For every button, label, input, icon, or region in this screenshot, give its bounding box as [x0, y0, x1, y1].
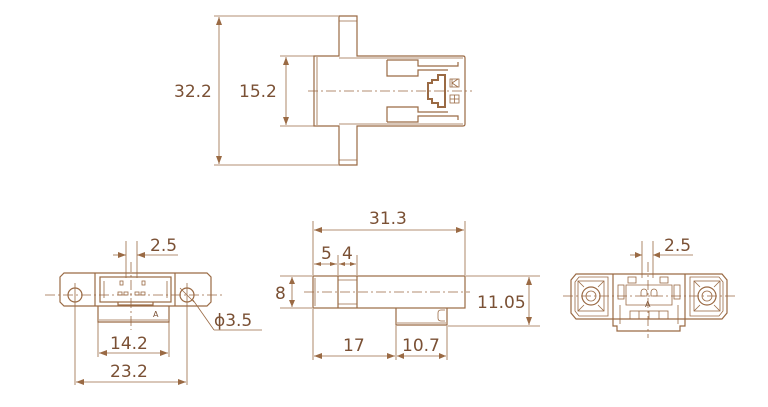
dim-8: 8 [275, 284, 286, 304]
dim-pitch-front: 2.5 [150, 236, 177, 256]
dim-hole-diameter: ϕ3.5 [214, 311, 252, 331]
dim-14-2: 14.2 [110, 334, 148, 354]
side-view: 31.3 5 4 8 [275, 209, 540, 360]
dim-11-05: 11.05 [477, 293, 526, 313]
dim-15-2: 15.2 [239, 82, 277, 102]
rear-view: 2.5 A [563, 236, 735, 338]
dim-23-2: 23.2 [110, 362, 148, 382]
top-view: 32.2 15.2 [174, 15, 472, 166]
dim-10-7: 10.7 [402, 336, 440, 356]
dim-4: 4 [342, 244, 353, 264]
pin1-mark-front: A [153, 310, 159, 319]
front-view: 2.5 A 14.2 [45, 236, 262, 385]
dim-5: 5 [321, 244, 332, 264]
dim-31-3: 31.3 [369, 209, 407, 229]
dim-pitch-rear: 2.5 [664, 236, 691, 256]
dim-32-2: 32.2 [174, 82, 212, 102]
dim-17: 17 [343, 336, 365, 356]
